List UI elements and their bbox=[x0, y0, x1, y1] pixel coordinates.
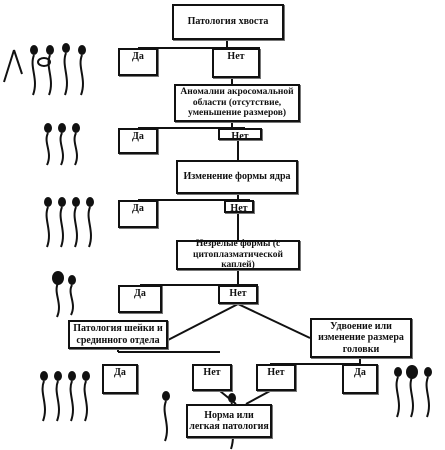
nucleus-no-label: Нет bbox=[230, 203, 248, 214]
sperm-icon bbox=[424, 367, 432, 418]
tail-yes-label: Да bbox=[132, 51, 144, 62]
tail-no-box: Нет bbox=[212, 48, 260, 78]
head-size-label: Удвоение или изменение размера головки bbox=[318, 320, 404, 355]
nucleus-shape-label: Изменение формы ядра bbox=[183, 171, 291, 183]
sperm-icon bbox=[162, 391, 170, 442]
acrosome-anomaly-label: Аномалии акросомальной области (отсутств… bbox=[180, 86, 294, 119]
acrosome-no-label: Нет bbox=[231, 131, 249, 142]
immature-yes-label: Да bbox=[134, 288, 146, 299]
tail-pathology-label: Патология хвоста bbox=[187, 16, 269, 28]
head-no-box: Нет bbox=[256, 364, 296, 391]
sperm-icon bbox=[44, 197, 52, 248]
sperm-icon bbox=[68, 275, 76, 316]
neck-midpiece-label: Патология шейки и срединного отдела bbox=[73, 323, 163, 346]
acrosome-anomaly-box: Аномалии акросомальной области (отсутств… bbox=[174, 84, 300, 122]
immature-yes-box: Да bbox=[118, 285, 162, 313]
nucleus-no-box: Нет bbox=[224, 200, 254, 214]
normal-box: Норма или легкая патология bbox=[186, 404, 272, 438]
sperm-icon bbox=[58, 197, 66, 248]
sperm-icon bbox=[406, 365, 418, 418]
sperm-icon bbox=[394, 367, 402, 418]
head-no-label: Нет bbox=[267, 367, 285, 378]
sperm-icon bbox=[54, 371, 62, 422]
sperm-icon bbox=[72, 197, 80, 248]
neck-yes-label: Да bbox=[114, 367, 126, 378]
head-yes-label: Да bbox=[354, 367, 366, 378]
sperm-icon bbox=[62, 43, 70, 96]
head-size-box: Удвоение или изменение размера головки bbox=[310, 318, 412, 358]
acrosome-yes-box: Да bbox=[118, 128, 158, 154]
normal-label: Норма или легкая патология bbox=[189, 409, 269, 433]
immature-forms-box: Незрелые формы (с цитоплазматической кап… bbox=[176, 238, 300, 271]
acrosome-no-box: Нет bbox=[218, 128, 262, 142]
coiled-sperm-icon bbox=[3, 49, 51, 83]
sperm-icon bbox=[68, 371, 76, 422]
sperm-icon bbox=[82, 371, 90, 422]
acrosome-yes-label: Да bbox=[132, 131, 144, 142]
sperm-icon bbox=[40, 371, 48, 422]
sperm-icon bbox=[44, 123, 52, 166]
tail-no-label: Нет bbox=[227, 51, 245, 62]
sperm-icon bbox=[30, 45, 38, 96]
nucleus-yes-box: Да bbox=[118, 200, 158, 228]
sperm-icon bbox=[46, 45, 54, 96]
tail-yes-box: Да bbox=[118, 48, 158, 76]
head-yes-box: Да bbox=[342, 364, 378, 394]
neck-no-box: Нет bbox=[192, 364, 232, 391]
sperm-icon bbox=[72, 123, 80, 166]
sperm-icon bbox=[86, 197, 94, 248]
sperm-icon bbox=[58, 123, 66, 166]
tail-pathology-box: Патология хвоста bbox=[172, 4, 284, 40]
sperm-icon bbox=[78, 45, 86, 96]
sperm-icon bbox=[52, 271, 64, 318]
immature-forms-label: Незрелые формы (с цитоплазматической кап… bbox=[192, 238, 283, 271]
immature-no-label: Нет bbox=[229, 288, 247, 299]
immature-no-box: Нет bbox=[218, 285, 258, 304]
neck-midpiece-box: Патология шейки и срединного отдела bbox=[68, 320, 168, 349]
neck-no-label: Нет bbox=[203, 367, 221, 378]
neck-yes-box: Да bbox=[102, 364, 138, 394]
nucleus-yes-label: Да bbox=[132, 203, 144, 214]
nucleus-shape-box: Изменение формы ядра bbox=[176, 160, 298, 194]
